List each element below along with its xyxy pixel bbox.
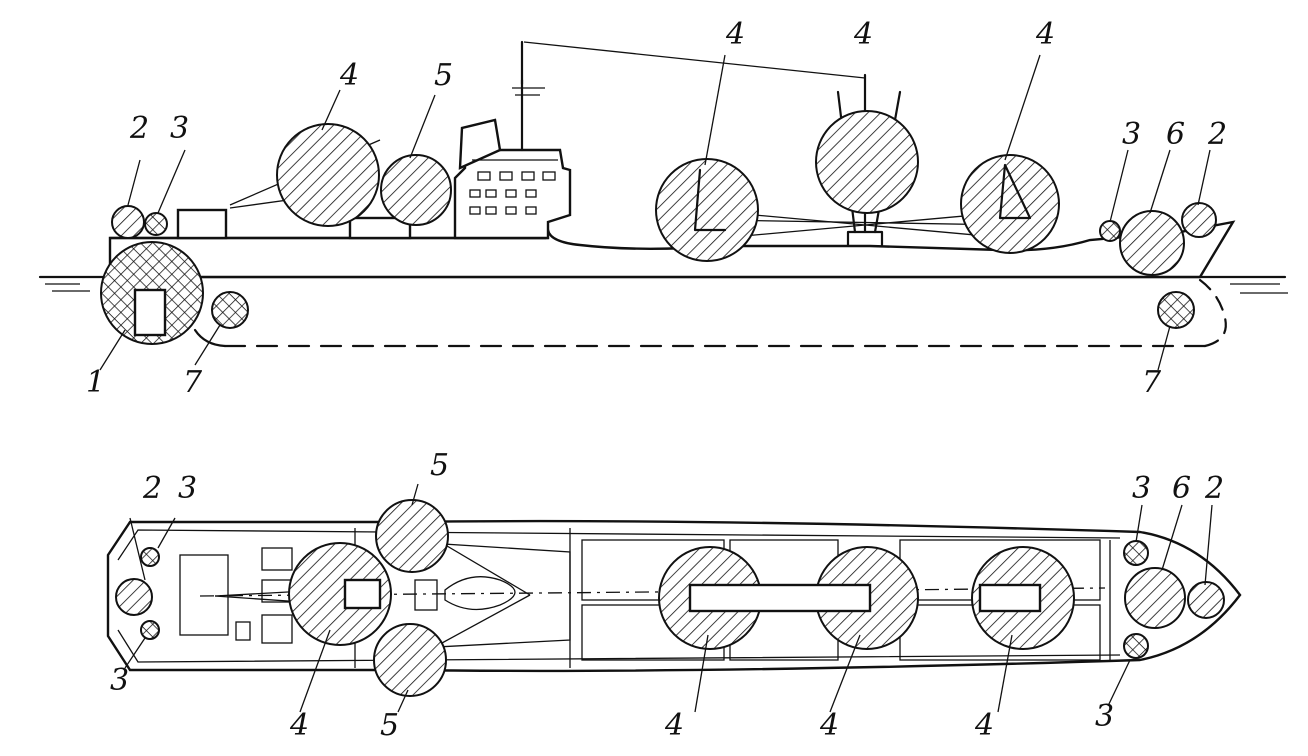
side-callout-4-mid-aft: 4 [725,17,745,52]
plan-view: 2 3 3 5 5 4 4 4 4 3 6 2 3 [106,448,1242,743]
plan-callout-6: 6 [1172,471,1191,506]
side-disk-6 [1119,210,1185,276]
side-disk-4-aft [276,123,380,227]
plan-callout-3-aft-bottom: 3 [110,663,129,698]
side-disks [100,110,1217,345]
plan-callout-4-aft: 4 [289,708,309,743]
side-disk-4-fore [960,154,1060,254]
plan-disk-2-aft [115,578,153,616]
plan-disk-3-fore-bottom [1123,633,1149,659]
side-callout-6: 6 [1166,117,1185,152]
plan-disk-3-aft-bottom [140,620,160,640]
plan-callout-4-fore: 4 [974,708,994,743]
side-callout-2-fore: 2 [1207,117,1227,152]
plan-callout-2-fore: 2 [1204,471,1224,506]
plan-disk-2-fore [1187,581,1225,619]
superstructure [176,40,866,240]
side-disk-2-fore [1181,202,1217,238]
side-view: 1 2 3 4 5 4 4 4 3 6 2 7 7 [38,17,1288,400]
plan-disk-5-top [375,499,449,573]
plan-callouts: 2 3 3 5 5 4 4 4 4 3 6 2 3 [110,448,1224,743]
side-disk-3-aft [144,212,168,236]
plan-callout-5-top: 5 [430,448,449,483]
plan-callout-4-mid: 4 [819,708,839,743]
underwater-hull-outline [193,278,1227,348]
side-callout-3-fore: 3 [1122,117,1141,152]
side-leaders [99,54,1211,371]
side-disk-4-mid-aft [655,158,759,262]
side-callout-1: 1 [86,365,105,400]
side-disk-3-fore [1099,220,1121,242]
side-disk-7-fore [1157,291,1195,329]
side-callout-4-mid: 4 [853,17,873,52]
plan-disks [115,499,1225,697]
side-callout-3-aft: 3 [170,111,189,146]
side-disk-2-aft [111,205,145,239]
side-callout-5: 5 [434,58,453,93]
side-callout-7-aft: 7 [183,365,203,400]
plan-callout-3-fore-top: 3 [1132,471,1151,506]
plan-disk-4-aft [288,542,392,646]
plan-callout-2-aft: 2 [142,471,162,506]
plan-leaders [124,483,1213,713]
plan-callout-4-mid-aft: 4 [664,708,684,743]
side-callout-7-fore: 7 [1142,365,1162,400]
plan-callout-5-bottom: 5 [380,708,399,743]
plan-disk-3-aft-top [140,547,160,567]
side-disk-7-aft [211,291,249,329]
plan-callout-3-aft-top: 3 [178,471,197,506]
plan-callout-3-fore-bottom: 3 [1095,699,1114,734]
plan-disk-6 [1124,567,1186,629]
side-disk-4-mid [815,110,919,214]
side-callout-4-fore: 4 [1035,17,1055,52]
waterline [38,275,1288,294]
side-callouts: 1 2 3 4 5 4 4 4 3 6 2 7 7 [86,17,1227,400]
plan-disk-5-bottom [373,623,447,697]
side-callout-4-aft: 4 [339,58,359,93]
side-disk-5 [380,154,452,226]
plan-disk-3-fore-top [1123,540,1149,566]
side-callout-2-aft: 2 [129,111,149,146]
